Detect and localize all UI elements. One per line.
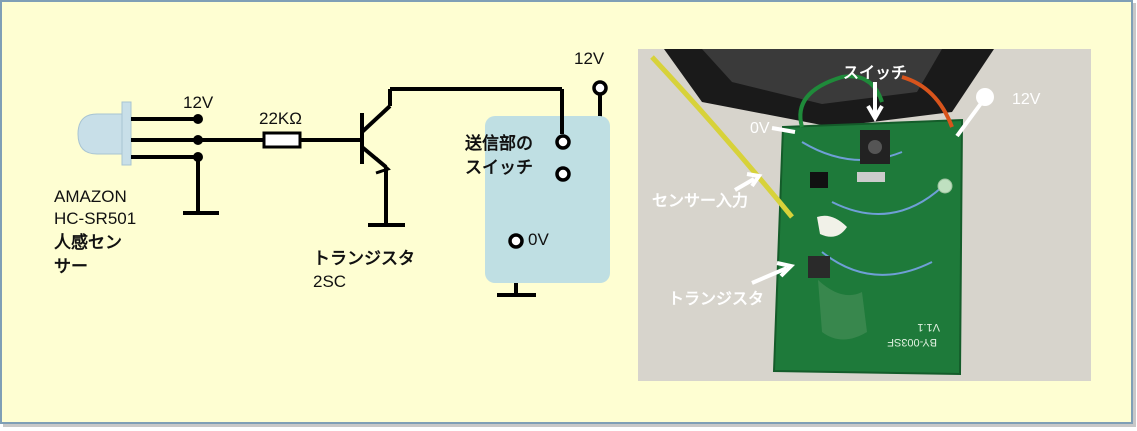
photo-annotations — [733, 82, 987, 285]
photo-switch-label: スイッチ — [843, 65, 907, 82]
board-text-version: V1.1 — [917, 321, 940, 333]
transistor-label: トランジスタ — [313, 249, 415, 268]
photo-0v-label: 0V — [750, 120, 770, 137]
sensor-label-amazon: AMAZON — [54, 187, 127, 206]
photo-12v-marker — [976, 88, 994, 106]
terminals — [508, 80, 608, 249]
sensor-pin-dots — [193, 114, 203, 162]
transistor-part-label: 2SC — [313, 272, 346, 291]
sensor-label-model: HC-SR501 — [54, 209, 136, 228]
sensor-label-jp2: サー — [54, 257, 88, 276]
photo-12v-label: 12V — [1012, 91, 1041, 108]
sensor-vcc-label: 12V — [183, 93, 214, 112]
photo-sensor-input-label: センサー入力 — [652, 191, 748, 210]
transistor-emitter-arrow — [374, 156, 391, 175]
circuit-photo: V1.1 BY-003SF — [638, 49, 1091, 381]
pir-sensor — [77, 101, 132, 166]
resistor-label: 22KΩ — [259, 109, 302, 128]
ground-label: 0V — [528, 230, 549, 249]
resistor-symbol — [262, 131, 302, 149]
switch-label-2: スイッチ — [465, 158, 533, 177]
photo-transistor-label: トランジスタ — [668, 290, 764, 308]
sensor-label-jp1: 人感セン — [54, 232, 122, 252]
switch-label-1: 送信部の — [465, 133, 533, 153]
supply-label: 12V — [574, 49, 605, 68]
board-text-model: BY-003SF — [887, 336, 937, 348]
